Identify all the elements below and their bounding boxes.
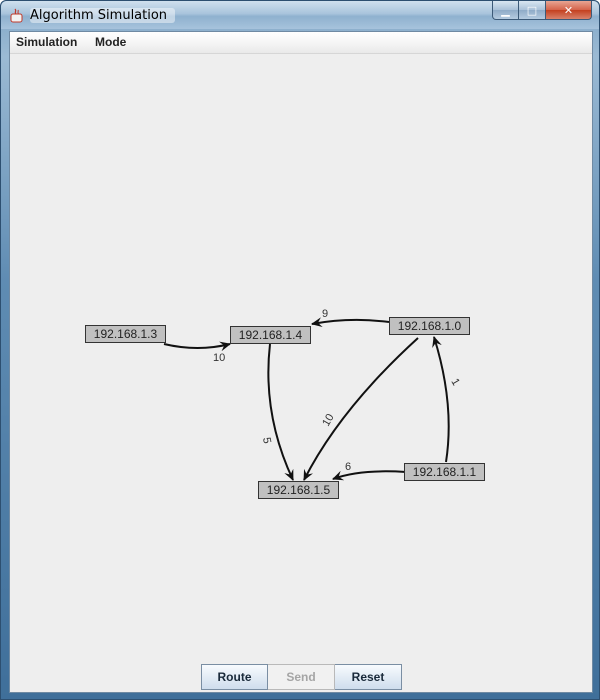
- maximize-icon: □: [526, 3, 538, 17]
- menu-bar: Simulation Mode: [10, 32, 592, 54]
- action-button-row: Route Send Reset: [201, 664, 402, 690]
- router-node[interactable]: 192.168.1.1: [404, 463, 485, 481]
- edge-1-0-to-1-5: [303, 337, 419, 481]
- client-area: Simulation Mode: [9, 31, 593, 693]
- edge-layer: 10 9 5 10 6 1: [163, 308, 462, 481]
- edge-weight-label: 9: [322, 308, 328, 320]
- window-title: Algorithm Simulation: [30, 8, 176, 23]
- edge-1-3-to-1-4: [163, 341, 231, 352]
- title-bar[interactable]: Algorithm Simulation ▁ □ ✕: [1, 1, 599, 29]
- close-icon: ✕: [563, 3, 574, 17]
- close-button[interactable]: ✕: [546, 1, 592, 20]
- edge-weight-label: 10: [213, 352, 225, 364]
- router-node[interactable]: 192.168.1.0: [389, 317, 470, 335]
- router-node[interactable]: 192.168.1.5: [258, 481, 339, 499]
- edge-1-1-to-1-5: [332, 470, 407, 481]
- edge-1-4-to-1-5: [267, 343, 294, 481]
- edge-1-1-to-1-0: [432, 336, 450, 463]
- router-node[interactable]: 192.168.1.3: [85, 325, 166, 343]
- edge-weight-label: 1: [448, 377, 461, 388]
- route-button[interactable]: Route: [201, 664, 268, 690]
- maximize-button[interactable]: □: [519, 1, 546, 20]
- edge-weight-label: 5: [260, 436, 273, 444]
- edge-weight-label: 10: [320, 412, 337, 429]
- java-app-icon: [10, 8, 23, 23]
- menu-simulation[interactable]: Simulation: [16, 35, 78, 49]
- router-node[interactable]: 192.168.1.4: [230, 326, 311, 344]
- edge-1-0-to-1-4: [311, 317, 390, 328]
- menu-mode[interactable]: Mode: [95, 35, 127, 49]
- send-button[interactable]: Send: [268, 664, 335, 690]
- minimize-button[interactable]: ▁: [492, 1, 519, 20]
- minimize-icon: ▁: [501, 3, 510, 17]
- edge-weight-label: 6: [345, 461, 351, 473]
- graph-canvas[interactable]: 10 9 5 10 6 1 192.168.1.3 192.168.1.4 19…: [10, 54, 592, 666]
- reset-button[interactable]: Reset: [335, 664, 402, 690]
